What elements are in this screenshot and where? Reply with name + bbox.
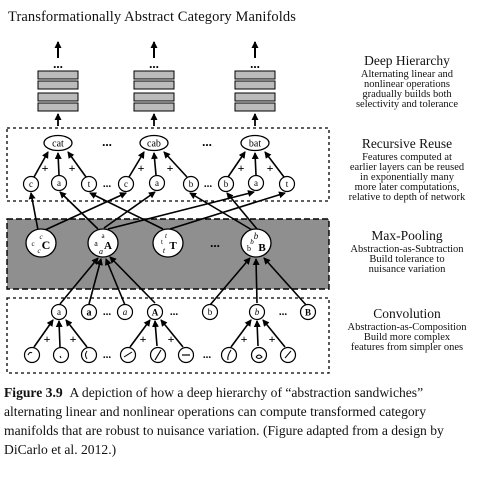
svg-text:b: b [254,231,259,241]
svg-text:+: + [42,161,49,175]
svg-text:t: t [165,232,168,240]
svg-text:a: a [57,307,61,317]
svg-text:c: c [31,240,34,248]
pool-node-c: c c c C [25,228,57,258]
stack-left: ... [37,41,79,126]
svg-text:a: a [57,178,61,188]
stack-middle-ellipsis: ... [149,56,159,71]
word-ellipsis-2: ... [202,134,212,149]
primitive-row: ... ... [23,346,297,364]
max-pooling-heading: Max-Pooling [371,228,443,243]
svg-text:+: + [69,161,76,175]
convolution-desc: Abstraction-as-Composition Build more co… [347,322,467,353]
svg-text:...: ... [103,178,112,190]
max-pooling-desc: Abstraction-as-Subtraction Build toleran… [350,244,464,275]
word-ellipsis-1: ... [102,134,112,149]
svg-text:a: a [101,232,105,240]
svg-text:t: t [163,246,166,255]
svg-text:c: c [124,179,128,189]
svg-text:b: b [255,307,260,317]
svg-text:b: b [189,179,194,189]
svg-text:a: a [99,247,103,256]
pool-node-t: t t t T [152,228,184,258]
svg-text:b: b [250,238,254,246]
caption-text: A depiction of how a deep hierarchy of “… [4,385,444,457]
svg-text:b: b [208,307,213,317]
convolution-box [6,297,330,374]
svg-text:+: + [44,332,51,346]
svg-text:C: C [42,238,51,252]
svg-text:t: t [286,179,289,189]
figure-title: Transformationally Abstract Category Man… [8,9,296,25]
svg-text:a: a [94,239,98,248]
svg-text:t: t [88,179,91,189]
svg-text:A: A [104,240,112,252]
recursive-arrows [33,151,285,178]
pool-to-letter-arrows [28,190,286,231]
word-node-cat: cat [43,134,73,152]
svg-text:b: b [224,179,229,189]
primitive-arrows [33,319,286,348]
recursive-plus-signs: + + + + + + [42,161,274,175]
recursive-reuse-desc: Features computed at earlier layers can … [348,152,466,203]
pool-node-a: a a a A [87,228,119,258]
svg-text:+: + [70,332,77,346]
svg-text:...: ... [279,306,288,318]
svg-text:bat: bat [249,139,261,150]
svg-text:B: B [258,242,266,254]
deep-hierarchy-desc: Alternating linear and nonlinear operati… [355,69,459,110]
word-node-cab: cab [139,134,169,152]
svg-text:+: + [168,332,175,346]
svg-text:+: + [138,161,145,175]
svg-text:b: b [247,244,251,253]
svg-text:+: + [241,332,248,346]
convolution-heading: Convolution [373,306,441,321]
svg-text:t: t [161,238,163,246]
conv-plus-signs: + + + + + + [44,332,276,346]
svg-text:+: + [269,332,276,346]
svg-text:+: + [167,161,174,175]
diagram: ... ... ... [6,41,330,374]
conv-row: a a ... a A ... b b ... B [50,303,317,321]
pool-ellipsis: ... [210,235,220,250]
word-node-bat: bat [240,134,270,152]
svg-text:a: a [254,178,258,188]
svg-text:...: ... [103,349,112,361]
svg-text:cat: cat [52,139,64,150]
svg-text:...: ... [170,306,179,318]
svg-text:+: + [238,161,245,175]
svg-text:T: T [169,240,177,252]
stack-right: ... [234,41,276,126]
svg-text:a: a [87,308,92,319]
deep-hierarchy-layer: ... ... ... [37,41,276,126]
svg-text:B: B [305,308,311,318]
svg-text:c: c [29,179,33,189]
svg-text:a: a [123,307,128,317]
svg-text:c: c [37,247,41,255]
svg-text:...: ... [203,349,212,361]
conv-to-pool-arrows [59,256,308,307]
svg-text:A: A [152,308,159,318]
svg-text:+: + [267,161,274,175]
deep-hierarchy-heading: Deep Hierarchy [364,53,450,68]
pool-node-b: b b b B [240,228,272,258]
stack-right-ellipsis: ... [250,56,260,71]
svg-text:...: ... [204,178,213,190]
svg-text:cab: cab [147,139,161,150]
svg-text:+: + [140,332,147,346]
svg-text:a: a [155,178,159,188]
stack-middle: ... [133,41,175,126]
svg-text:...: ... [103,306,112,318]
svg-text:c: c [39,233,43,241]
recursive-reuse-heading: Recursive Reuse [361,136,453,151]
recursive-letter-row: c a t ... c a b ... b a t [22,174,296,193]
caption-label: Figure 3.9 [4,385,63,400]
figure-caption: Figure 3.9 A depiction of how a deep hie… [4,383,478,459]
stack-left-ellipsis: ... [53,56,63,71]
